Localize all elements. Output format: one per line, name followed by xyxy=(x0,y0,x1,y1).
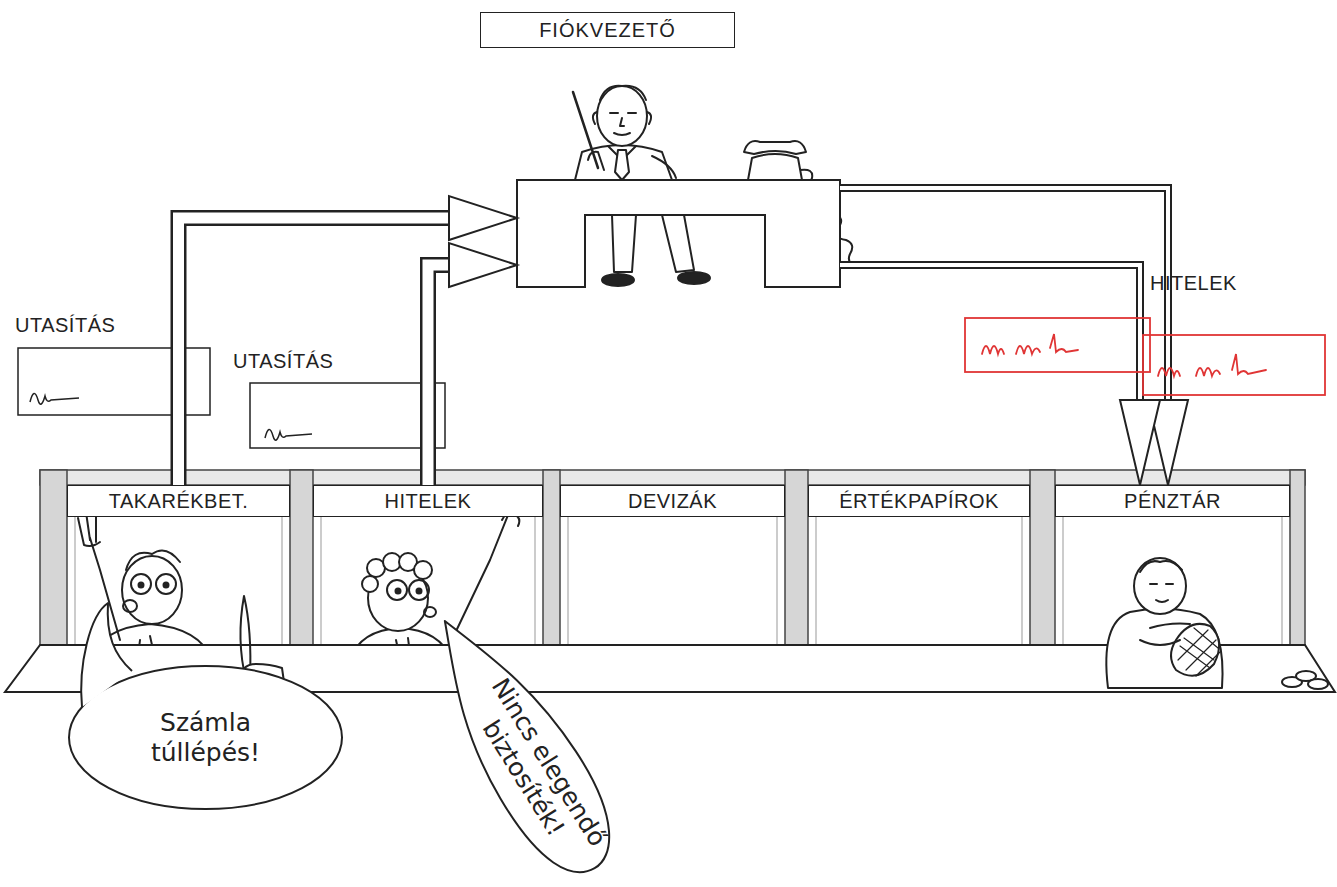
window-label: TAKARÉKBET. xyxy=(109,490,249,513)
window-label: DEVIZÁK xyxy=(628,490,717,513)
counter-window: ÉRTÉKPAPÍROK xyxy=(808,485,1030,517)
desk-outline xyxy=(517,180,840,287)
counter-window: DEVIZÁK xyxy=(560,485,785,517)
bubble-body xyxy=(69,666,342,809)
connector-fill xyxy=(840,188,1168,402)
counter-window: PÉNZTÁR xyxy=(1055,485,1290,517)
flow-connector xyxy=(840,188,1188,485)
counter-window: HITELEK xyxy=(313,485,543,517)
arrow-head xyxy=(1120,400,1160,485)
window-label: ÉRTÉKPAPÍROK xyxy=(839,490,999,513)
connector-fill xyxy=(840,265,1140,402)
connector-outline xyxy=(428,265,451,485)
signature-slips xyxy=(965,318,1325,395)
edge-label: HITELEK xyxy=(1150,272,1237,295)
cashier-figure xyxy=(1106,558,1328,689)
arrow-head xyxy=(449,243,517,287)
arrow-head xyxy=(449,196,517,240)
speech-bubble: Számla túllépés! xyxy=(68,665,343,810)
flow-connector xyxy=(428,243,517,485)
manager-heading: FIÓKVEZETŐ xyxy=(480,12,735,48)
bubble-body xyxy=(405,599,634,887)
connector-fill xyxy=(179,218,452,485)
connector-outline xyxy=(840,188,1168,402)
counter-window: TAKARÉKBET. xyxy=(67,485,290,517)
manager-desk: FIÓKVEZETŐ xyxy=(517,180,840,287)
connector-outline xyxy=(840,265,1140,402)
instruction-slips xyxy=(18,348,445,448)
speech-text: Számla túllépés! xyxy=(131,708,281,768)
window-label: HITELEK xyxy=(385,490,472,513)
flow-connector xyxy=(840,265,1160,485)
speech-bubble: Nincs elegendő biztosíték! xyxy=(401,596,639,887)
credit-clerk xyxy=(350,494,526,660)
connector-outline xyxy=(179,218,452,485)
counter xyxy=(40,470,1305,645)
bubble-tail xyxy=(81,603,132,707)
window-label: PÉNZTÁR xyxy=(1124,490,1221,513)
flow-connector xyxy=(179,196,518,485)
instruction-label: UTASÍTÁS xyxy=(233,350,333,373)
desk-shape xyxy=(517,180,840,287)
instruction-label: UTASÍTÁS xyxy=(15,314,115,337)
connector-fill xyxy=(428,265,451,485)
